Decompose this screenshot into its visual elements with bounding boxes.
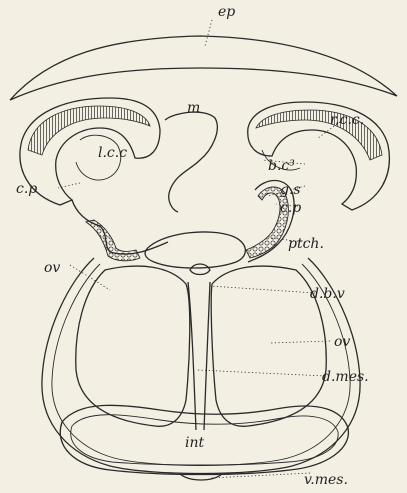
- label-dmes: d.mes.: [322, 369, 369, 385]
- pituitary-body: [145, 232, 245, 268]
- label-ov-right: ov: [334, 334, 350, 350]
- label-vmes: v.mes.: [304, 472, 348, 488]
- label-lcc: l.c.c: [98, 145, 127, 161]
- label-bc3: b.c³: [268, 158, 295, 174]
- left-cell-band: [86, 220, 140, 261]
- label-rcc: r.c.c.: [330, 112, 364, 128]
- dorsal-mesentery: [188, 282, 210, 430]
- epidermis-crescent: [10, 36, 397, 100]
- left-cavity: [76, 266, 190, 426]
- label-ep: ep: [218, 4, 235, 20]
- label-int: int: [185, 435, 204, 451]
- dorsal-blood-vessel: [190, 264, 210, 275]
- label-ptch: ptch.: [288, 236, 324, 252]
- label-gs: g.s: [280, 182, 301, 198]
- label-m: m: [187, 100, 200, 116]
- label-cp-right: c.p: [280, 200, 301, 216]
- medial-wall: [165, 112, 217, 212]
- label-cp-left: c.p: [16, 181, 37, 197]
- label-dbv: d.b.v: [310, 286, 345, 302]
- label-ov-left: ov: [44, 260, 60, 276]
- right-cavity: [211, 266, 326, 426]
- left-choroid-plexus: [72, 200, 168, 254]
